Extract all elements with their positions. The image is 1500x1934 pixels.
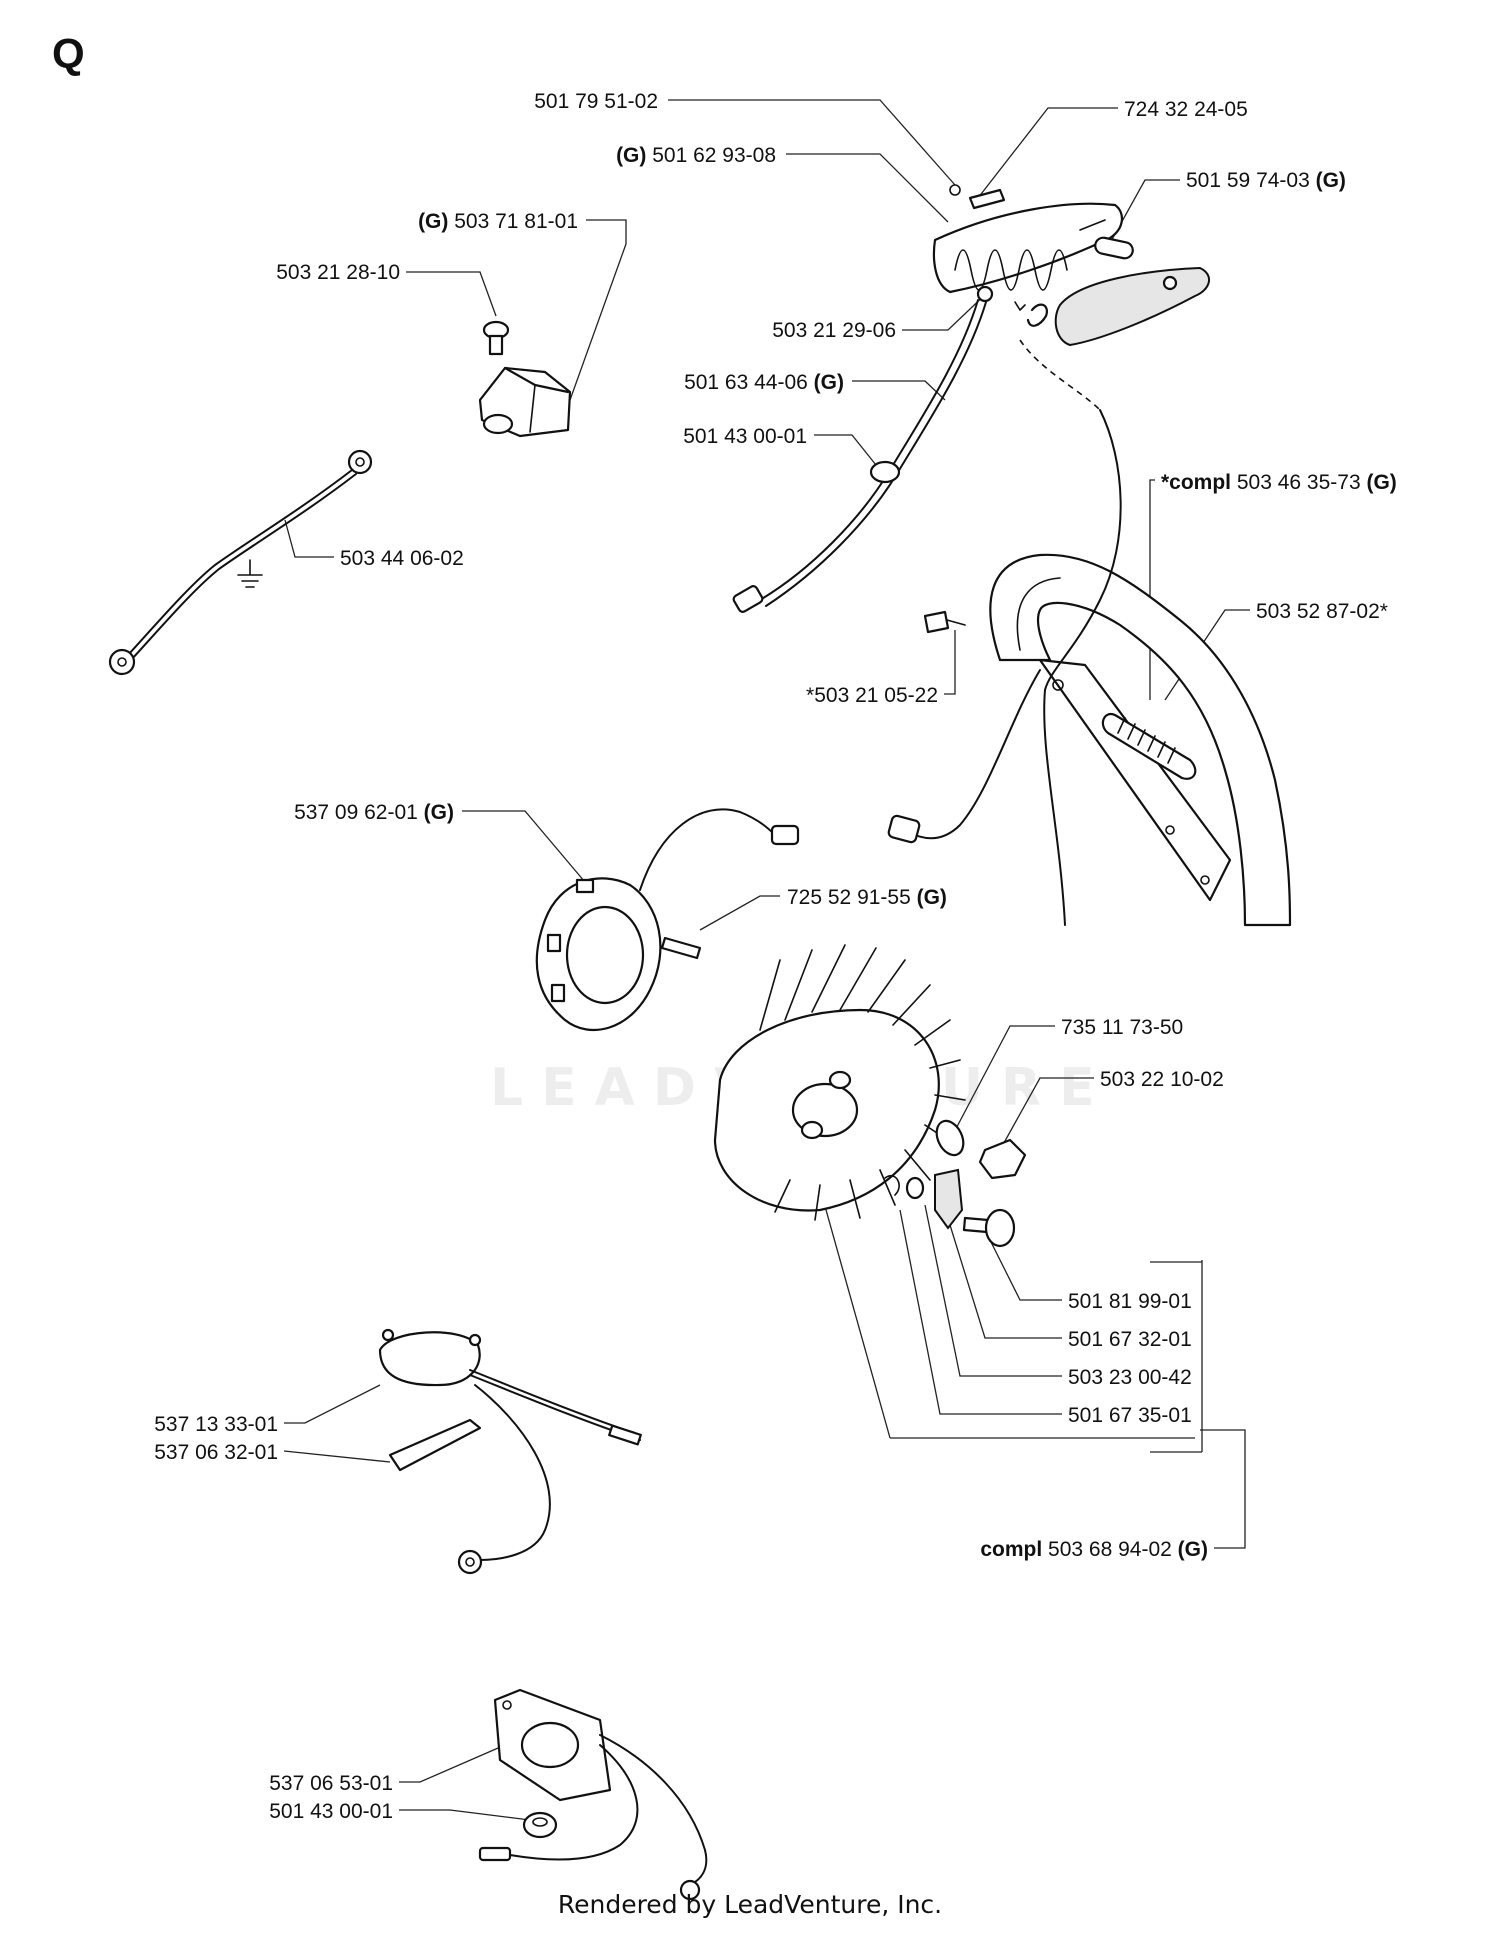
ground-symbol-icon: [237, 559, 263, 588]
label-725-52-91-55[interactable]: 725 52 91-55 (G): [787, 886, 947, 909]
footer-text: Rendered by LeadVenture, Inc.: [557, 1890, 943, 1919]
washer-735-part: [935, 1119, 965, 1157]
washer-part: [949, 184, 961, 196]
label-501-63-44-06[interactable]: 501 63 44-06 (G): [684, 371, 844, 394]
heater-plate-group: [932, 184, 1210, 347]
label-501-62-93-08[interactable]: (G) 501 62 93-08: [616, 144, 776, 167]
bracket-part: [388, 1418, 482, 1472]
label-724-32-24-05[interactable]: 724 32 24-05: [1124, 98, 1248, 121]
ground-wire-part: [108, 449, 373, 676]
label-501-79-51-02[interactable]: 501 79 51-02: [534, 90, 658, 113]
heater-wire-part: [732, 299, 1101, 613]
label-501-59-74-03[interactable]: 501 59 74-03 (G): [1186, 169, 1346, 192]
spring-503-52-87-02-part: [1101, 712, 1197, 780]
grommet-part: [869, 460, 901, 484]
label-537-09-62-01[interactable]: 537 09 62-01 (G): [294, 801, 454, 824]
screw-503-21-05-22-part: [923, 610, 950, 634]
label-501-67-35-01[interactable]: 501 67 35-01: [1068, 1404, 1192, 1427]
label-503-21-28-10[interactable]: 503 21 28-10: [276, 261, 400, 284]
label-503-46-35-73[interactable]: *compl 503 46 35-73 (G): [1161, 471, 1397, 494]
heater-cover-part: [1054, 266, 1210, 347]
gasket-group: [478, 1688, 708, 1901]
screw-724-part: [968, 188, 1006, 210]
label-501-43-00-01-b[interactable]: 501 43 00-01: [269, 1800, 393, 1823]
label-537-13-33-01[interactable]: 537 13 33-01: [154, 1413, 278, 1436]
label-537-06-53-01[interactable]: 537 06 53-01: [269, 1772, 393, 1795]
flywheel-hardware: [884, 1119, 1027, 1248]
screw-shank-part: [488, 334, 504, 356]
page-letter: Q: [52, 30, 85, 77]
label-503-71-81-01[interactable]: (G) 503 71 81-01: [418, 210, 578, 233]
label-537-06-32-01[interactable]: 537 06 32-01: [154, 1441, 278, 1464]
spring-501-67-35-01-part: [884, 1175, 900, 1196]
handle-bracket-part: [1038, 658, 1232, 902]
sensor-part: [378, 1331, 481, 1387]
label-501-81-99-01[interactable]: 501 81 99-01: [1068, 1290, 1192, 1313]
screw-501-81-99-01-part: [984, 1208, 1016, 1248]
screw-725-part: [660, 936, 702, 960]
bushing-503-23-00-42-part: [905, 1176, 925, 1200]
ignition-module-part: [535, 808, 800, 1032]
pin-part: [1094, 236, 1134, 260]
grommet-b-part: [522, 1811, 558, 1839]
sensor-group: [378, 1328, 642, 1575]
label-503-23-00-42[interactable]: 503 23 00-42: [1068, 1366, 1192, 1389]
stop-switch-group: [478, 320, 572, 438]
label-503-21-29-06[interactable]: 503 21 29-06: [772, 319, 896, 342]
part-labels: 501 79 51-02 724 32 24-05 (G) 501 62 93-…: [154, 90, 1397, 1823]
handle-part: [887, 409, 1292, 927]
label-503-68-94-02[interactable]: compl 503 68 94-02 (G): [980, 1538, 1208, 1561]
label-735-11-73-50[interactable]: 735 11 73-50: [1061, 1016, 1183, 1039]
label-503-44-06-02[interactable]: 503 44 06-02: [340, 547, 464, 570]
flywheel-part: [713, 944, 966, 1221]
label-501-43-00-01-a[interactable]: 501 43 00-01: [683, 425, 807, 448]
label-501-67-32-01[interactable]: 501 67 32-01: [1068, 1328, 1192, 1351]
label-503-21-05-22[interactable]: *503 21 05-22: [806, 684, 938, 707]
heater-plate-part: [932, 202, 1123, 294]
label-503-22-10-02[interactable]: 503 22 10-02: [1100, 1068, 1224, 1091]
pawl-501-67-32-01-part: [934, 1168, 964, 1230]
nut-503-22-10-02-part: [978, 1138, 1027, 1180]
leader-lines: [283, 99, 1250, 1821]
label-503-52-87-02[interactable]: 503 52 87-02*: [1256, 600, 1388, 623]
